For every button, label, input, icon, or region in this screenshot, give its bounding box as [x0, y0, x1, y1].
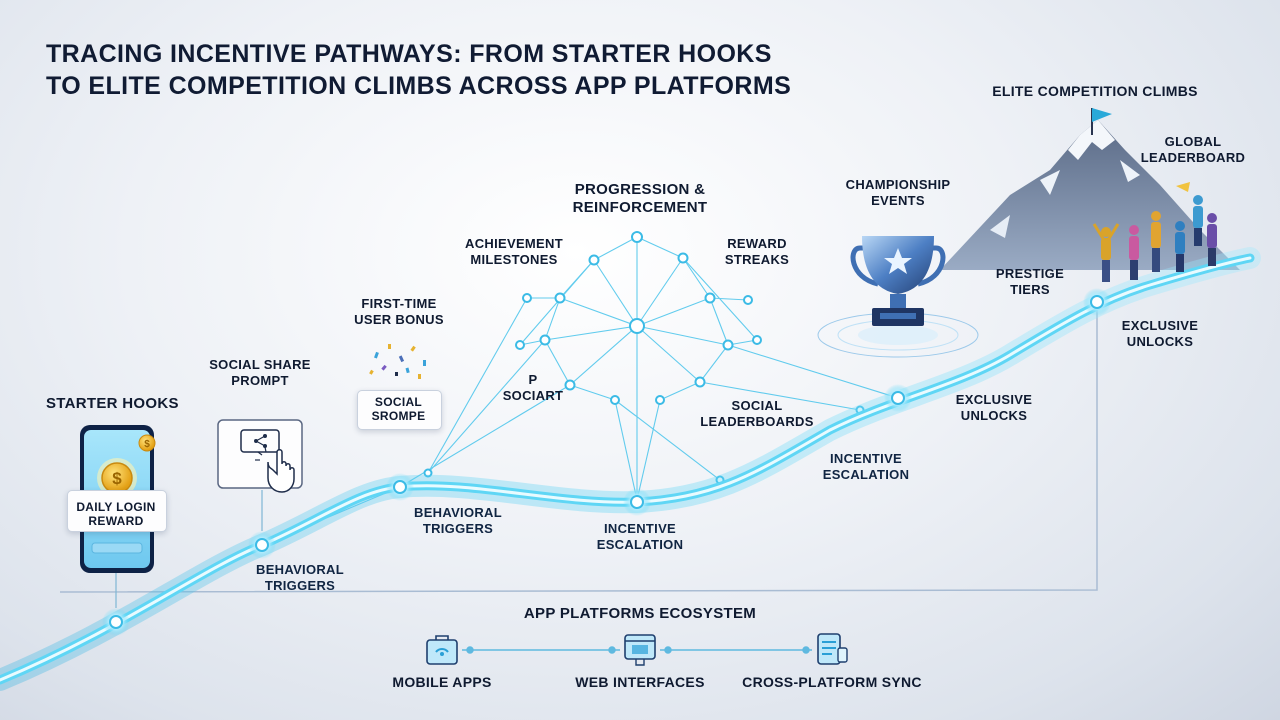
social-prompt-card [357, 390, 442, 430]
pathway-nodes [102, 288, 1111, 636]
title-line-2: TO ELITE COMPETITION CLIMBS ACROSS APP P… [46, 72, 792, 100]
exclusive-unlocks-mid-label: EXCLUSIVE UNLOCKS [946, 392, 1042, 424]
escalation-2-line-1: INCENTIVE [829, 451, 903, 466]
title-line-1: TRACING INCENTIVE PATHWAYS: FROM STARTER… [46, 40, 772, 68]
achievement-milestones-label: ACHIEVEMENT MILESTONES [454, 236, 574, 268]
social-leaderboards-line-1: SOCIAL [731, 398, 783, 413]
exclusive-mid-line-1: EXCLUSIVE [955, 392, 1033, 407]
global-leaderboard-line-1: GLOBAL [1164, 134, 1222, 149]
social-art-label: P SOCIART [498, 372, 568, 404]
behavioral-2-line-1: BEHAVIORAL [414, 505, 502, 520]
social-card-line-2: SROMPE [371, 409, 426, 423]
social-prompt-card-label: SOCIAL SROMPE [357, 395, 440, 423]
championship-line-2: EVENTS [871, 193, 925, 208]
behavioral-1-line-1: BEHAVIORAL [256, 562, 344, 577]
briefcase-icon [426, 635, 458, 665]
prestige-tiers-label: PRESTIGE TIERS [985, 266, 1075, 298]
ecosystem-frame-line [59, 305, 1098, 593]
escalation-1-line-2: ESCALATION [596, 537, 684, 552]
network-nodes [423, 231, 865, 485]
starter-hooks-label: STARTER HOOKS [46, 395, 179, 412]
escalation-1-line-1: INCENTIVE [603, 521, 677, 536]
reward-streaks-line-1: REWARD [727, 236, 787, 251]
behavioral-triggers-1-label: BEHAVIORAL TRIGGERS [240, 562, 360, 594]
social-share-line-1: SOCIAL SHARE [209, 357, 311, 372]
web-window-icon [624, 634, 656, 666]
confetti-decoration [369, 344, 426, 379]
championship-events-label: CHAMPIONSHIP EVENTS [828, 177, 968, 209]
sync-devices-icon [817, 633, 848, 665]
first-time-line-1: FIRST-TIME [361, 296, 437, 311]
social-share-line-2: PROMPT [231, 373, 289, 388]
daily-login-line-1: DAILY LOGIN [76, 500, 156, 514]
first-time-bonus-label: FIRST-TIME USER BONUS [340, 296, 458, 328]
social-art-line-2: SOCIART [502, 388, 564, 403]
reward-streaks-line-2: STREAKS [724, 252, 790, 267]
svg-text:$: $ [144, 439, 150, 450]
first-time-line-2: USER BONUS [354, 312, 444, 327]
social-leaderboards-line-2: LEADERBOARDS [700, 414, 814, 429]
progression-line-1: PROGRESSION & [574, 181, 706, 198]
incentive-escalation-2-label: INCENTIVE ESCALATION [806, 451, 926, 483]
social-share-prompt-label: SOCIAL SHARE PROMPT [200, 357, 320, 389]
social-card-line-1: SOCIAL [374, 395, 423, 409]
progression-label: PROGRESSION & REINFORCEMENT [560, 181, 720, 217]
trophy-icon [850, 236, 946, 326]
social-leaderboards-label: SOCIAL LEADERBOARDS [692, 398, 822, 430]
behavioral-triggers-2-label: BEHAVIORAL TRIGGERS [398, 505, 518, 537]
achievement-line-1: ACHIEVEMENT [465, 236, 563, 251]
behavioral-2-line-2: TRIGGERS [422, 521, 494, 536]
tap-hand-icon [267, 449, 295, 493]
prestige-line-2: TIERS [1010, 282, 1050, 297]
summit-flag-icon [1092, 108, 1112, 122]
reward-streaks-label: REWARD STREAKS [712, 236, 802, 268]
daily-login-line-2: REWARD [88, 514, 144, 528]
ecosystem-item-cross-platform-sync: CROSS-PLATFORM SYNC [742, 674, 922, 690]
prestige-line-1: PRESTIGE [995, 266, 1065, 281]
social-art-line-1: P [528, 372, 538, 387]
ecosystem-connectors [462, 646, 812, 654]
exclusive-top-line-2: UNLOCKS [1126, 334, 1194, 349]
share-card-illustration [217, 419, 303, 493]
incentive-escalation-1-label: INCENTIVE ESCALATION [580, 521, 700, 553]
svg-text:$: $ [112, 469, 122, 488]
daily-login-reward-card [67, 490, 167, 532]
behavioral-1-line-2: TRIGGERS [264, 578, 336, 593]
ecosystem-title: APP PLATFORMS ECOSYSTEM [523, 605, 757, 622]
exclusive-unlocks-top-label: EXCLUSIVE UNLOCKS [1112, 318, 1208, 350]
ecosystem-item-web-interfaces: WEB INTERFACES [575, 674, 705, 690]
daily-login-reward-label: DAILY LOGIN REWARD [67, 500, 165, 528]
ecosystem-item-mobile-apps: MOBILE APPS [392, 674, 492, 690]
escalation-2-line-2: ESCALATION [822, 467, 910, 482]
achievement-line-2: MILESTONES [470, 252, 558, 267]
elite-competition-label: ELITE COMPETITION CLIMBS [992, 83, 1198, 99]
celebrating-climbers [1092, 182, 1217, 282]
progression-line-2: REINFORCEMENT [572, 199, 708, 216]
championship-line-1: CHAMPIONSHIP [845, 177, 951, 192]
exclusive-top-line-1: EXCLUSIVE [1121, 318, 1199, 333]
page-title: TRACING INCENTIVE PATHWAYS: FROM STARTER… [46, 38, 791, 102]
victory-flag-icon [1176, 182, 1190, 192]
global-leaderboard-label: GLOBAL LEADERBOARD [1140, 134, 1246, 166]
global-leaderboard-line-2: LEADERBOARD [1140, 150, 1246, 165]
exclusive-mid-line-2: UNLOCKS [960, 408, 1028, 423]
mountain-illustration [940, 108, 1240, 270]
